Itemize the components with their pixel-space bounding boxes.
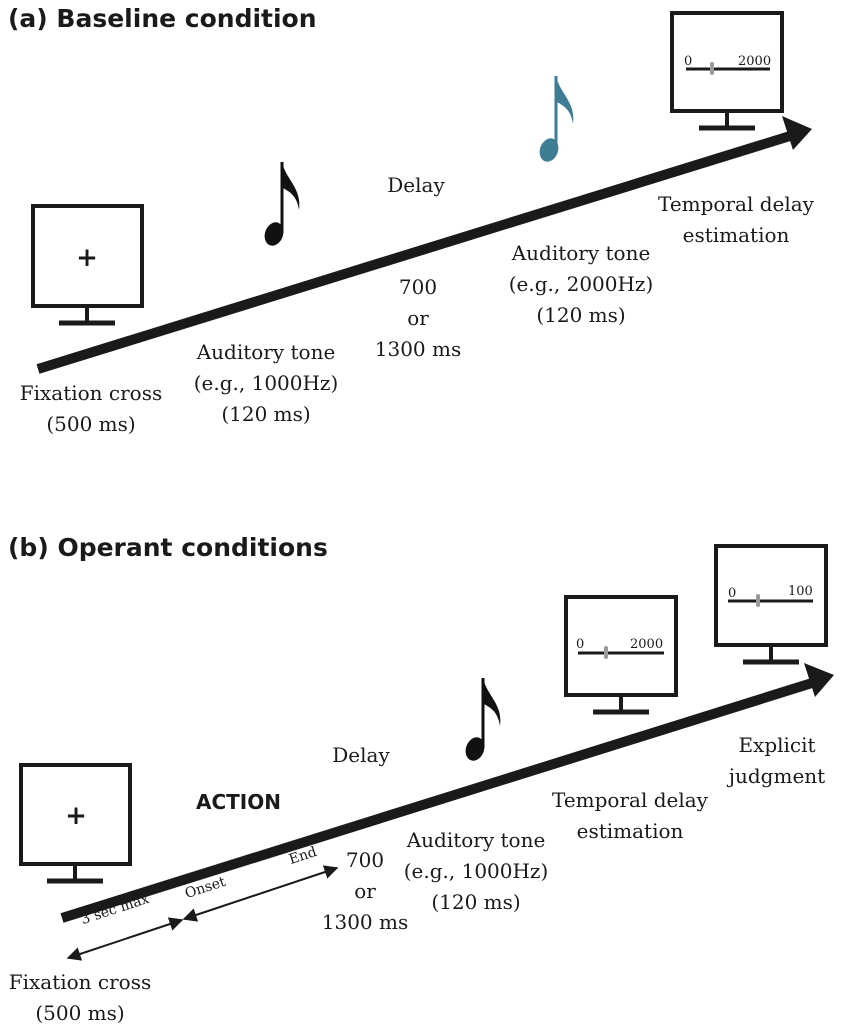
interval-arrow-max	[66, 917, 184, 961]
tone-label-b: Auditory tone (e.g., 1000Hz) (120 ms)	[403, 828, 549, 914]
estimation-monitor-a: 0 2000	[670, 11, 784, 131]
estimation-label-a: Temporal delay estimation	[658, 192, 814, 247]
scale-max-label: 100	[788, 584, 813, 599]
scale-min-label: 0	[684, 54, 692, 69]
scale-min-label: 0	[576, 637, 584, 652]
panel-a-heading: (a) Baseline condition	[8, 4, 317, 33]
tone1-label-a: Auditory tone (e.g., 1000Hz) (120 ms)	[193, 340, 339, 426]
fixation-label-a: Fixation cross (500 ms)	[19, 381, 163, 436]
judgment-label-b: Explicit judgment	[728, 733, 826, 788]
delay-label-a: Delay	[387, 173, 445, 197]
estimation-monitor-b: 0 2000	[564, 595, 678, 715]
action-label: ACTION	[196, 790, 281, 814]
interval-arrow-action	[182, 865, 339, 922]
panel-b-heading: (b) Operant conditions	[8, 533, 328, 562]
scale-max-label: 2000	[738, 54, 771, 69]
judgment-monitor-b: 0 100	[714, 544, 828, 665]
fixation-cross: +	[76, 243, 98, 273]
delay-label-b: Delay	[332, 743, 390, 767]
scale-min-label: 0	[728, 586, 736, 601]
music-note-icon-a1	[264, 162, 300, 246]
timeline-arrow-a	[36, 116, 812, 374]
delay-values-a: 700 or 1300 ms	[374, 275, 462, 361]
music-note-icon-a2	[539, 76, 574, 162]
tone2-label-a: Auditory tone (e.g., 2000Hz) (120 ms)	[508, 241, 654, 327]
scale-max-label: 2000	[630, 637, 663, 652]
fixation-monitor-b: +	[19, 763, 132, 884]
music-note-icon-b	[465, 678, 501, 761]
delay-values-b: 700 or 1300 ms	[321, 848, 409, 934]
estimation-label-b: Temporal delay estimation	[552, 788, 708, 843]
fixation-monitor-a: +	[31, 204, 144, 326]
fixation-label-b: Fixation cross (500 ms)	[8, 970, 152, 1025]
fixation-cross: +	[65, 801, 87, 831]
